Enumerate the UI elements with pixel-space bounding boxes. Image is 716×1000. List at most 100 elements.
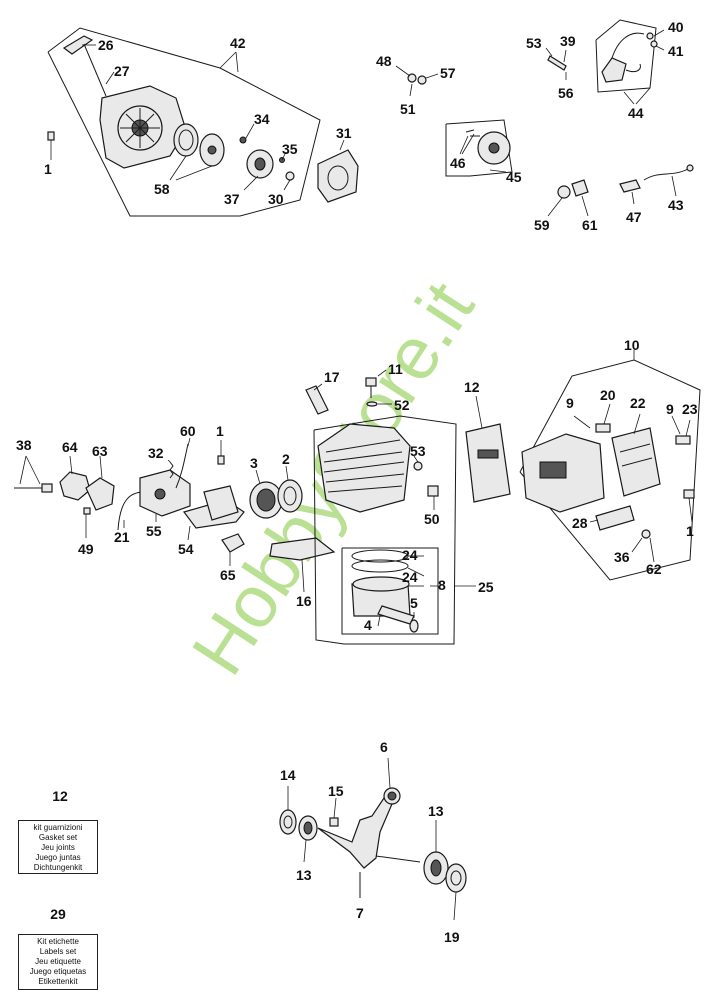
callout-47: 47 bbox=[626, 209, 642, 225]
oil-seal bbox=[279, 809, 297, 835]
gasket-kit-box: kit guarnizioni Gasket set Jeu joints Ju… bbox=[18, 820, 98, 874]
callout-16: 16 bbox=[296, 593, 312, 609]
callout-44: 44 bbox=[628, 105, 644, 121]
callout-37: 37 bbox=[224, 191, 240, 207]
callout-45: 45 bbox=[506, 169, 522, 185]
callout-7: 7 bbox=[356, 905, 364, 921]
callout-38: 38 bbox=[16, 437, 32, 453]
callout-1-mid: 1 bbox=[216, 423, 224, 439]
callout-54: 54 bbox=[178, 541, 194, 557]
throttle-spring bbox=[169, 461, 174, 479]
callout-9-left: 9 bbox=[566, 395, 574, 411]
ignition-and-small-parts bbox=[395, 19, 694, 217]
callout-24-top: 24 bbox=[402, 547, 418, 563]
crankshaft-assembly bbox=[279, 757, 467, 921]
intake-adapter bbox=[203, 485, 239, 521]
callout-20: 20 bbox=[600, 387, 616, 403]
gasket-kit-number: 12 bbox=[52, 788, 68, 804]
callout-62: 62 bbox=[646, 561, 662, 577]
screw bbox=[47, 131, 55, 141]
labels-kit-line: Juego etiquetas bbox=[29, 967, 87, 976]
callout-1: 1 bbox=[44, 161, 52, 177]
gasket-square bbox=[571, 179, 589, 197]
callout-6: 6 bbox=[380, 739, 388, 755]
labels-kit-line: Labels set bbox=[39, 947, 77, 956]
callout-31: 31 bbox=[336, 125, 352, 141]
callout-labels: 1 26 27 42 58 34 35 37 30 31 48 57 51 53… bbox=[16, 19, 698, 945]
shaft-seal bbox=[557, 185, 571, 199]
spark-plug bbox=[305, 385, 329, 415]
callout-65: 65 bbox=[220, 567, 236, 583]
cylinder bbox=[317, 423, 411, 513]
oil-seal-right bbox=[445, 863, 467, 893]
labels-kit-line: Jeu etiquette bbox=[35, 957, 81, 966]
callout-40: 40 bbox=[668, 19, 684, 35]
callout-23: 23 bbox=[682, 401, 698, 417]
labels-kit-box: Kit etichette Labels set Jeu etiquette J… bbox=[18, 934, 98, 990]
adjust-screw bbox=[547, 55, 567, 71]
callout-48: 48 bbox=[376, 53, 392, 69]
ignition-coil bbox=[601, 57, 627, 83]
callout-39: 39 bbox=[560, 33, 576, 49]
muffler-gasket bbox=[595, 505, 635, 531]
callout-35: 35 bbox=[282, 141, 298, 157]
labels-kit-number: 29 bbox=[50, 906, 66, 922]
callout-8: 8 bbox=[438, 577, 446, 593]
callout-56: 56 bbox=[558, 85, 574, 101]
gasket-kit-line: Dichtungenkit bbox=[33, 863, 83, 872]
base-gasket bbox=[269, 537, 336, 561]
starter-spring bbox=[173, 123, 199, 157]
muffler-bolt bbox=[365, 377, 377, 387]
callout-21: 21 bbox=[114, 529, 130, 545]
air-filter bbox=[85, 477, 115, 511]
callout-15: 15 bbox=[328, 783, 344, 799]
callout-14: 14 bbox=[280, 767, 296, 783]
ignition-wire bbox=[643, 167, 691, 181]
callout-28: 28 bbox=[572, 515, 588, 531]
intake-manifold bbox=[277, 479, 303, 513]
crankshaft bbox=[317, 797, 393, 869]
callout-52: 52 bbox=[394, 397, 410, 413]
callout-57: 57 bbox=[440, 65, 456, 81]
callout-61: 61 bbox=[582, 217, 598, 233]
callout-9-right: 9 bbox=[666, 401, 674, 417]
starter-handle bbox=[62, 35, 94, 55]
callout-63: 63 bbox=[92, 443, 108, 459]
callout-3: 3 bbox=[250, 455, 258, 471]
cylinder-cover-gasket bbox=[317, 149, 359, 203]
callout-2: 2 bbox=[282, 451, 290, 467]
callout-22: 22 bbox=[630, 395, 646, 411]
labels-kit-line: Etikettenkit bbox=[38, 977, 78, 986]
callout-36: 36 bbox=[614, 549, 630, 565]
callout-11: 11 bbox=[388, 361, 403, 377]
callout-51: 51 bbox=[400, 101, 416, 117]
callout-4: 4 bbox=[364, 617, 372, 633]
callout-27: 27 bbox=[114, 63, 130, 79]
callout-59: 59 bbox=[534, 217, 550, 233]
spark-plug-small bbox=[619, 179, 641, 193]
callout-13-left: 13 bbox=[296, 867, 312, 883]
engine-assembly bbox=[14, 350, 701, 645]
throttle-cable bbox=[175, 443, 189, 489]
callout-41: 41 bbox=[668, 43, 684, 59]
gasket-kit-line: Gasket set bbox=[38, 833, 78, 842]
callout-26: 26 bbox=[98, 37, 114, 53]
callout-12-shield: 12 bbox=[464, 379, 480, 395]
gasket-kit-line: kit guarnizioni bbox=[33, 823, 83, 832]
gasket-kit-line: Jeu joints bbox=[41, 843, 75, 852]
callout-24-mid: 24 bbox=[402, 569, 418, 585]
callout-53: 53 bbox=[526, 35, 542, 51]
callout-55: 55 bbox=[146, 523, 162, 539]
callout-13-right: 13 bbox=[428, 803, 444, 819]
callout-42: 42 bbox=[230, 35, 246, 51]
callout-50: 50 bbox=[424, 511, 440, 527]
exhaust-stud bbox=[427, 485, 439, 497]
callout-43: 43 bbox=[668, 197, 684, 213]
gasket-kit-line: Juego juntas bbox=[35, 853, 81, 862]
callout-30: 30 bbox=[268, 191, 284, 207]
filter-cover bbox=[59, 471, 91, 501]
callout-34: 34 bbox=[254, 111, 270, 127]
callout-60: 60 bbox=[180, 423, 196, 439]
callout-5: 5 bbox=[410, 595, 418, 611]
callout-1-right: 1 bbox=[686, 523, 694, 539]
